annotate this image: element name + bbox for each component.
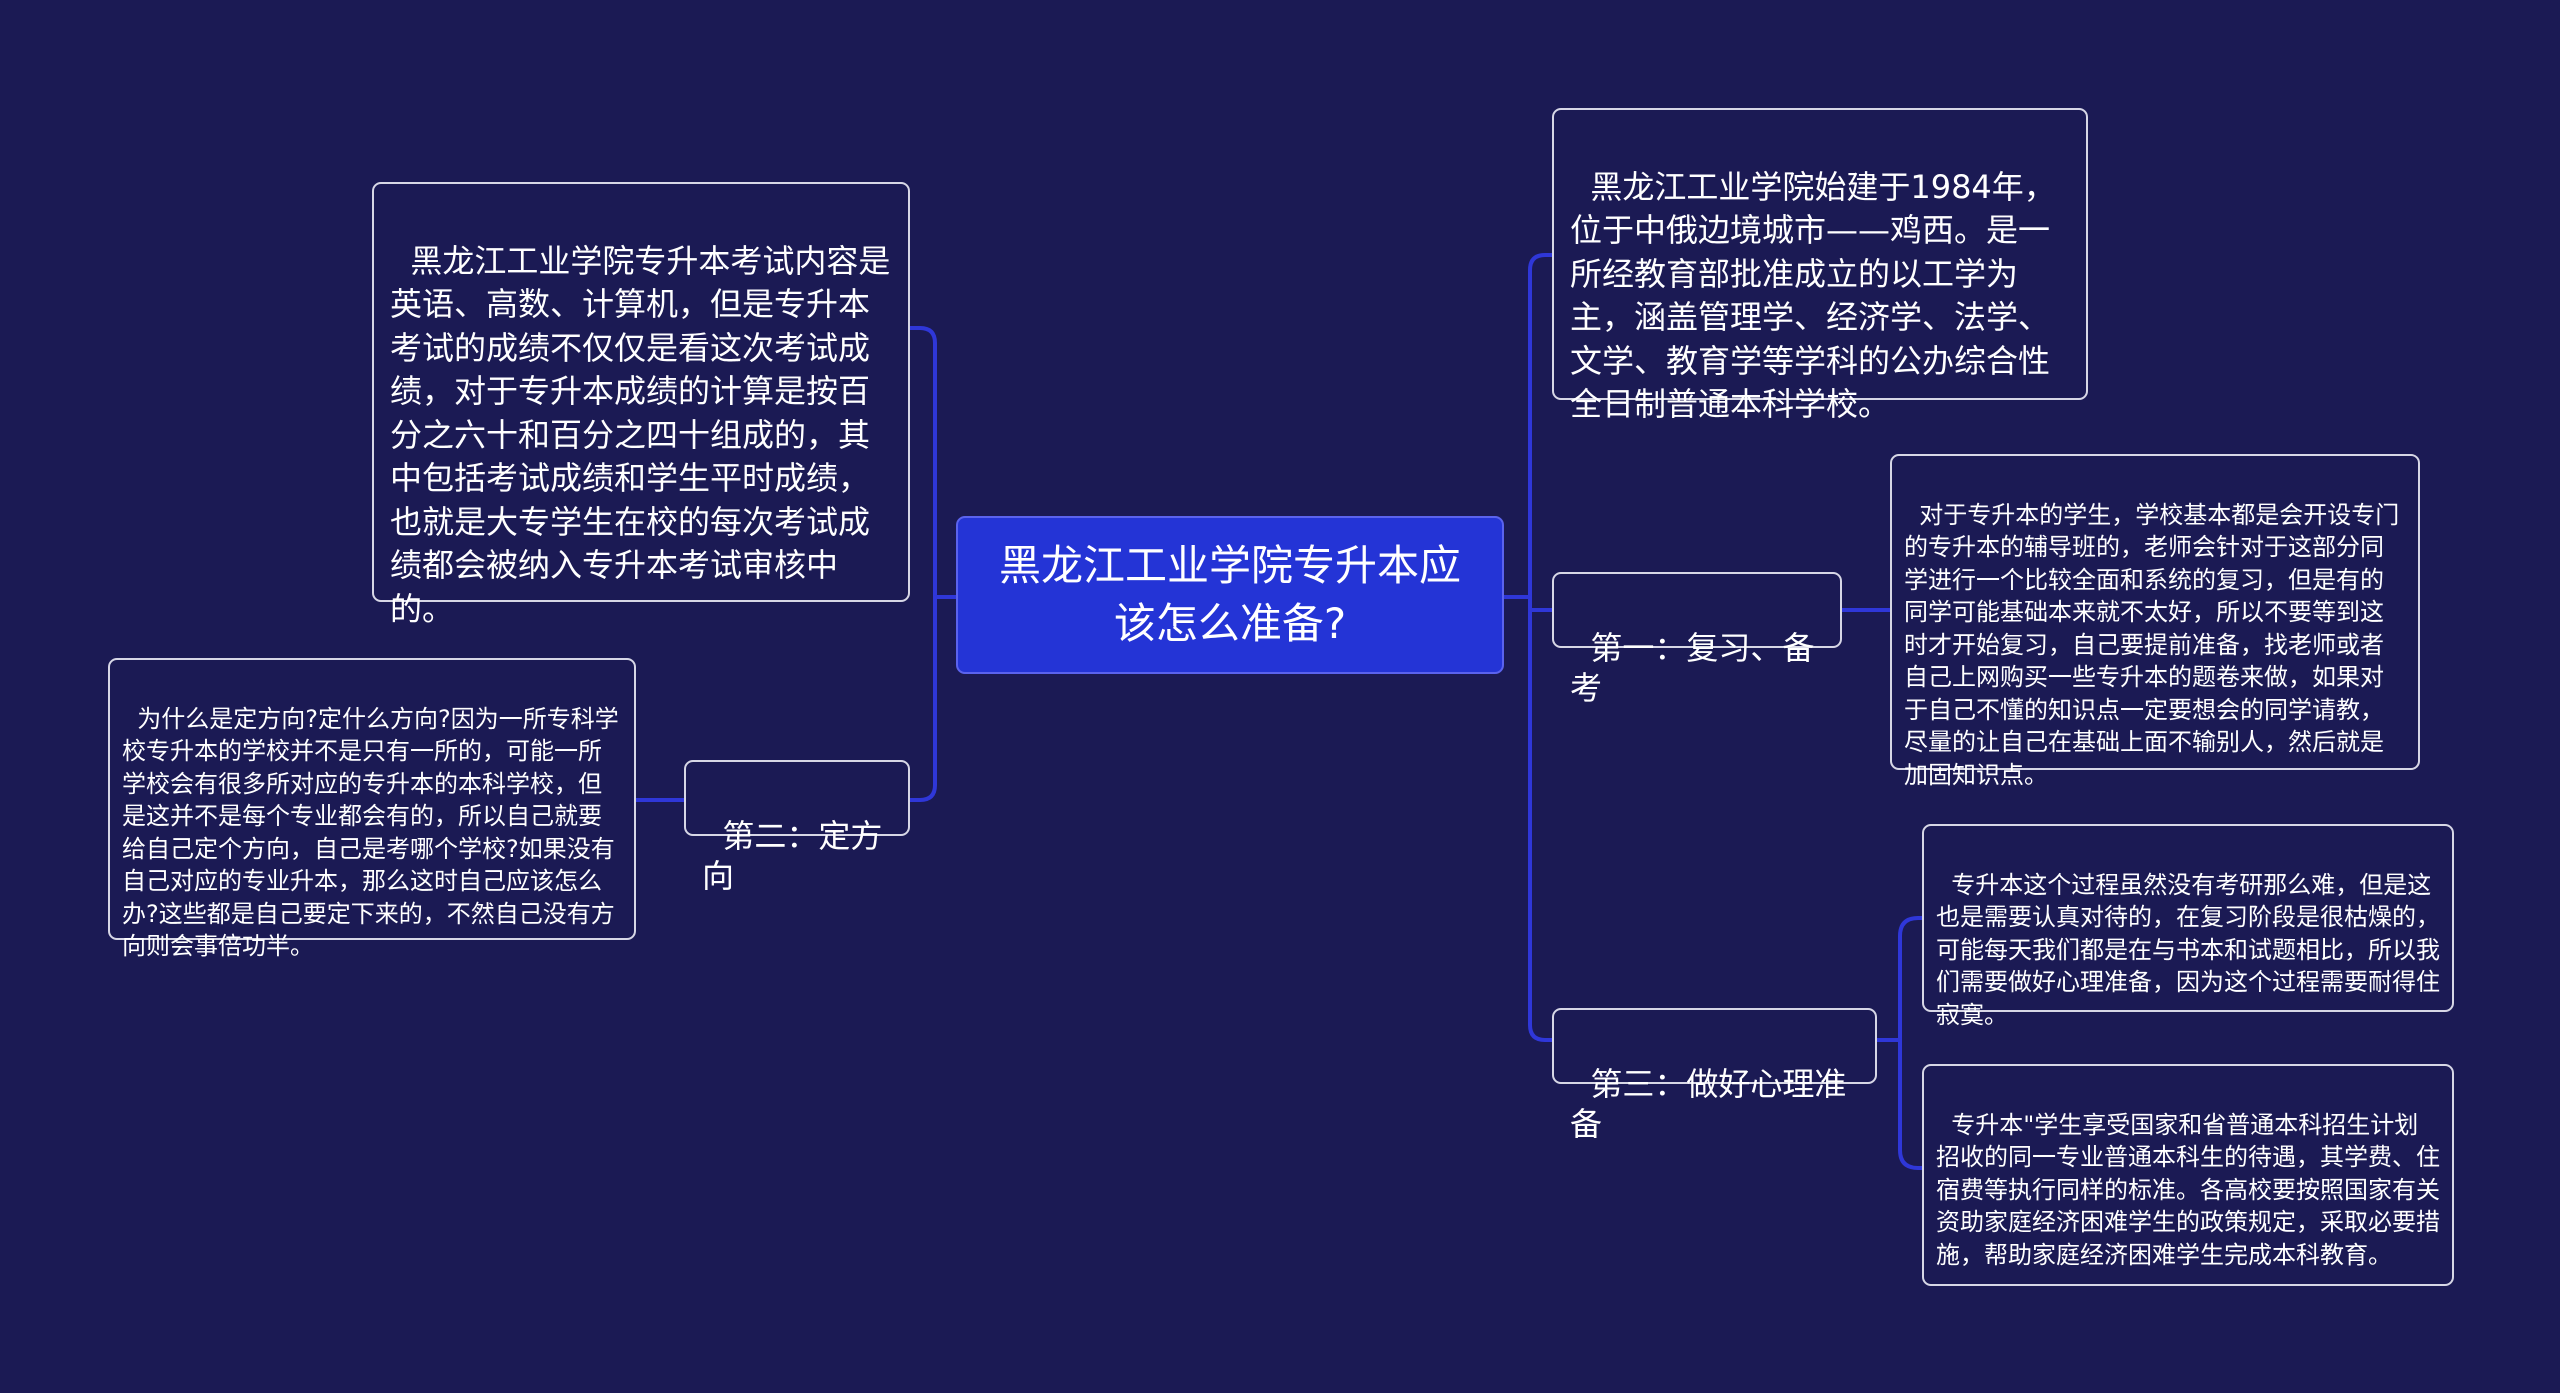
link-left-trunk-up <box>908 326 937 599</box>
branch-mental-prep[interactable]: 第三：做好心理准备 <box>1552 1008 1877 1143</box>
set-direction-detail[interactable]: 为什么是定方向?定什么方向?因为一所专科学校专升本的学校并不是只有一所的，可能一… <box>108 658 636 960</box>
school-intro-text: 黑龙江工业学院始建于1984年，位于中俄边境城市——鸡西。是一所经教育部批准成立… <box>1570 167 2056 424</box>
review-prepare-detail-text: 对于专升本的学生，学校基本都是会开设专门的专升本的辅导班的，老师会针对于这部分同… <box>1904 500 2400 789</box>
mental-prep-detail-a[interactable]: 专升本这个过程虽然没有考研那么难，但是这也是需要认真对待的，在复习阶段是很枯燥的… <box>1922 824 2454 1029</box>
link-right-trunk-down <box>1528 595 1554 1042</box>
mental-prep-detail-a-text: 专升本这个过程虽然没有考研那么难，但是这也是需要认真对待的，在复习阶段是很枯燥的… <box>1936 870 2440 1029</box>
branch-set-direction[interactable]: 第二：定方向 <box>684 760 910 895</box>
mental-prep-detail-b-text: 专升本"学生享受国家和省普通本科招生计划招收的同一专业普通本科生的待遇，其学费、… <box>1936 1110 2440 1269</box>
set-direction-detail-text: 为什么是定方向?定什么方向?因为一所专科学校专升本的学校并不是只有一所的，可能一… <box>122 704 619 961</box>
school-intro-note[interactable]: 黑龙江工业学院始建于1984年，位于中俄边境城市——鸡西。是一所经教育部批准成立… <box>1552 108 2088 423</box>
link-left-trunk-down <box>908 595 937 802</box>
exam-content-text: 黑龙江工业学院专升本考试内容是英语、高数、计算机，但是专升本考试的成绩不仅仅是看… <box>390 241 891 628</box>
branch-set-direction-label: 第二：定方向 <box>702 817 883 895</box>
mental-prep-detail-b[interactable]: 专升本"学生享受国家和省普通本科招生计划招收的同一专业普通本科生的待遇，其学费、… <box>1922 1064 2454 1286</box>
root-topic[interactable]: 黑龙江工业学院专升本应该怎么准备? <box>956 516 1504 674</box>
link-branch3-detail-b <box>1898 1038 1924 1170</box>
link-branch3-detail-a <box>1898 916 1924 1042</box>
root-topic-label: 黑龙江工业学院专升本应该怎么准备? <box>998 541 1461 648</box>
branch-mental-prep-label: 第三：做好心理准备 <box>1570 1065 1847 1143</box>
exam-content-note[interactable]: 黑龙江工业学院专升本考试内容是英语、高数、计算机，但是专升本考试的成绩不仅仅是看… <box>372 182 910 628</box>
link-right-trunk <box>1528 253 1554 599</box>
branch-review-prepare-label: 第一：复习、备考 <box>1570 629 1815 707</box>
branch-review-prepare[interactable]: 第一：复习、备考 <box>1552 572 1842 707</box>
review-prepare-detail[interactable]: 对于专升本的学生，学校基本都是会开设专门的专升本的辅导班的，老师会针对于这部分同… <box>1890 454 2420 789</box>
